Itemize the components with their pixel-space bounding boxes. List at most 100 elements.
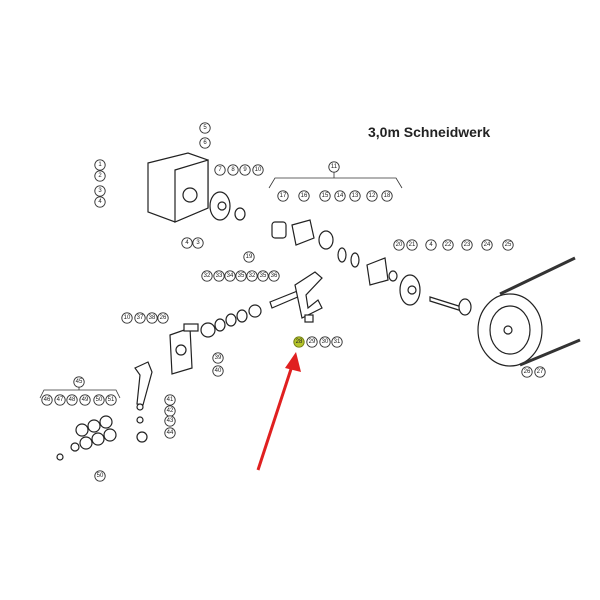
callout-number: 41 bbox=[167, 397, 174, 403]
callout-number: 1 bbox=[98, 162, 102, 168]
callout-number: 17 bbox=[280, 193, 287, 199]
seal-rings bbox=[200, 304, 262, 338]
callout-50: 50 bbox=[94, 470, 106, 482]
callout-number: 46 bbox=[44, 397, 51, 403]
callout-number: 30 bbox=[322, 339, 329, 345]
callout-number: 47 bbox=[57, 397, 64, 403]
callout-3: 3 bbox=[94, 185, 106, 197]
callout-number: 29 bbox=[309, 339, 316, 345]
callout-49: 49 bbox=[79, 394, 91, 406]
callout-number: 23 bbox=[464, 242, 471, 248]
callout-number: 9 bbox=[243, 167, 247, 173]
callout-number: 49 bbox=[82, 397, 89, 403]
callout-51: 51 bbox=[105, 394, 117, 406]
callout-46: 46 bbox=[41, 394, 53, 406]
callout-number: 2 bbox=[98, 173, 102, 179]
callout-34: 34 bbox=[224, 270, 236, 282]
callout-number: 16 bbox=[301, 193, 308, 199]
callout-1: 1 bbox=[94, 159, 106, 171]
callout-number: 13 bbox=[352, 193, 359, 199]
callout-7: 7 bbox=[214, 164, 226, 176]
callout-number: 15 bbox=[322, 193, 329, 199]
callout-4: 4 bbox=[94, 196, 106, 208]
callout-number: 32 bbox=[249, 273, 256, 279]
callout-number: 3 bbox=[196, 240, 200, 246]
callout-number: 44 bbox=[167, 430, 174, 436]
callout-number: 3 bbox=[98, 188, 102, 194]
callout-number: 6 bbox=[203, 140, 207, 146]
callout-11: 11 bbox=[328, 161, 340, 173]
callout-10: 10 bbox=[121, 312, 133, 324]
callout-15: 15 bbox=[319, 190, 331, 202]
callout-16: 16 bbox=[298, 190, 310, 202]
diagram-title: 3,0m Schneidwerk bbox=[368, 124, 491, 140]
callout-number: 26 bbox=[524, 369, 531, 375]
callout-10: 10 bbox=[252, 164, 264, 176]
callout-number: 32 bbox=[204, 273, 211, 279]
callout-number: 27 bbox=[537, 369, 544, 375]
callout-number: 7 bbox=[218, 167, 222, 173]
callout-28: 28 bbox=[293, 336, 305, 348]
callout-13: 13 bbox=[349, 190, 361, 202]
callout-32: 32 bbox=[246, 270, 258, 282]
callout-number: 14 bbox=[337, 193, 344, 199]
mount-plate bbox=[169, 323, 199, 375]
callout-number: 34 bbox=[227, 273, 234, 279]
callout-5: 5 bbox=[199, 122, 211, 134]
callout-42: 42 bbox=[164, 405, 176, 417]
callout-number: 8 bbox=[231, 167, 235, 173]
callout-41: 41 bbox=[164, 394, 176, 406]
callout-22: 22 bbox=[442, 239, 454, 251]
callout-number: 50 bbox=[97, 473, 104, 479]
callout-number: 37 bbox=[137, 315, 144, 321]
callout-31: 31 bbox=[331, 336, 343, 348]
callout-number: 4 bbox=[185, 240, 189, 246]
callout-38: 38 bbox=[146, 312, 158, 324]
callout-number: 33 bbox=[216, 273, 223, 279]
yoke-shaft bbox=[269, 271, 323, 323]
callout-30: 30 bbox=[319, 336, 331, 348]
callout-32: 32 bbox=[201, 270, 213, 282]
callout-number: 19 bbox=[246, 254, 253, 260]
callout-number: 48 bbox=[69, 397, 76, 403]
callout-26: 26 bbox=[521, 366, 533, 378]
callout-29: 29 bbox=[306, 336, 318, 348]
callout-number: 42 bbox=[167, 408, 174, 414]
callout-48: 48 bbox=[66, 394, 78, 406]
gearbox-housing bbox=[147, 152, 209, 223]
callout-24: 24 bbox=[481, 239, 493, 251]
callout-number: 21 bbox=[409, 242, 416, 248]
roller-chain bbox=[56, 415, 117, 461]
callout-number: 39 bbox=[215, 355, 222, 361]
callout-number: 50 bbox=[96, 397, 103, 403]
callout-8: 8 bbox=[227, 164, 239, 176]
callout-4: 4 bbox=[181, 237, 193, 249]
callout-26: 26 bbox=[157, 312, 169, 324]
callout-39: 39 bbox=[212, 352, 224, 364]
callout-12: 12 bbox=[366, 190, 378, 202]
callout-number: 45 bbox=[76, 379, 83, 385]
callout-35: 35 bbox=[257, 270, 269, 282]
callout-47: 47 bbox=[54, 394, 66, 406]
callout-33: 33 bbox=[213, 270, 225, 282]
callout-number: 25 bbox=[505, 242, 512, 248]
callout-number: 4 bbox=[98, 199, 102, 205]
callout-number: 22 bbox=[445, 242, 452, 248]
callout-number: 24 bbox=[484, 242, 491, 248]
callout-number: 40 bbox=[215, 368, 222, 374]
callout-number: 10 bbox=[255, 167, 262, 173]
callout-number: 28 bbox=[296, 339, 303, 345]
bearing-assembly bbox=[271, 219, 398, 286]
callout-number: 43 bbox=[167, 418, 174, 424]
callout-number: 5 bbox=[203, 125, 207, 131]
callout-45: 45 bbox=[73, 376, 85, 388]
callout-50: 50 bbox=[93, 394, 105, 406]
callout-25: 25 bbox=[502, 239, 514, 251]
callout-18: 18 bbox=[381, 190, 393, 202]
callout-number: 51 bbox=[108, 397, 115, 403]
callout-number: 35 bbox=[260, 273, 267, 279]
callout-number: 36 bbox=[271, 273, 278, 279]
callout-number: 18 bbox=[384, 193, 391, 199]
